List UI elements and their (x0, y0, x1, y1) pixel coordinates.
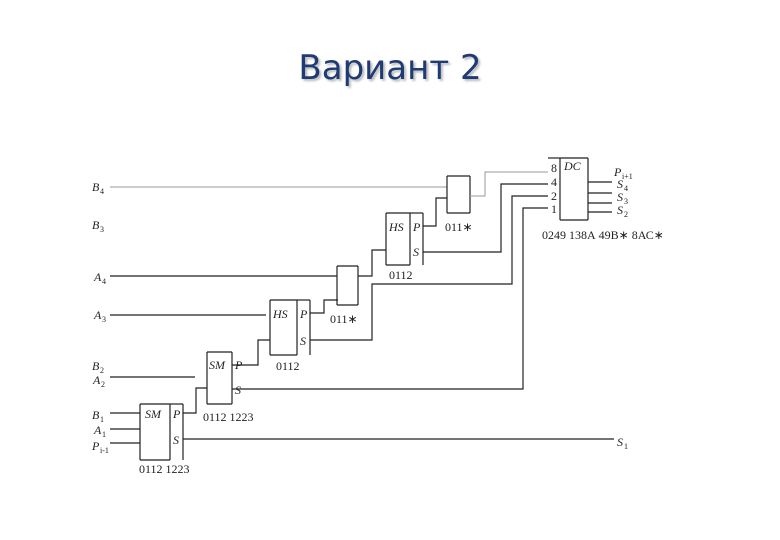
input-label-b4: B 4 (92, 180, 104, 196)
hs-block-4-p: P (412, 220, 421, 234)
svg-text:A: A (92, 373, 101, 387)
hs-block-4: HS P S 0112 (385, 212, 424, 282)
input-label-b3: B 3 (92, 218, 104, 234)
dc-block: 8 4 2 1 DC 0249 138А 49В∗ 8АС∗ (542, 157, 664, 242)
svg-text:i-1: i-1 (100, 446, 109, 455)
sm-block-1-p: P (172, 407, 181, 421)
and-gate-1: 011∗ (330, 265, 359, 326)
svg-text:2: 2 (624, 210, 628, 219)
hs-block-3: HS P S 0112 (269, 299, 311, 373)
svg-text:B: B (92, 180, 100, 194)
output-label-s1: S 1 (617, 435, 628, 451)
svg-text:2: 2 (100, 366, 104, 375)
input-label-b2: B 2 (92, 359, 104, 375)
and-gate-2-part: 011∗ (445, 220, 473, 234)
svg-text:S: S (617, 177, 623, 191)
wire-and2-out (470, 171, 548, 197)
wire-hs4-carry (423, 197, 447, 227)
wire-s4-to-dc (423, 183, 548, 253)
svg-text:B: B (92, 359, 100, 373)
hs-block-4-name: HS (388, 220, 404, 234)
svg-text:B: B (92, 408, 100, 422)
svg-text:4: 4 (100, 187, 104, 196)
sm-block-2-s: S (235, 383, 241, 397)
hs-block-3-p: P (299, 307, 308, 321)
wire-and1-out (358, 249, 386, 277)
wire-hs3-carry (310, 299, 338, 314)
sm-block-1: SM P S 0112 1223 (139, 403, 190, 476)
wire-s2-to-dc (232, 207, 548, 390)
hs-block-3-s: S (300, 334, 306, 348)
svg-text:S: S (617, 203, 623, 217)
sm-block-1-name: SM (145, 407, 162, 421)
output-label-s2: S 2 (617, 203, 628, 219)
sm-block-2-name: SM (209, 358, 226, 372)
hs-block-4-part: 0112 (389, 268, 413, 282)
svg-text:P: P (91, 439, 100, 453)
input-label-a3: A 3 (93, 308, 106, 324)
dc-block-name: DC (563, 159, 582, 173)
svg-text:B: B (92, 218, 100, 232)
svg-text:i+1: i+1 (622, 172, 633, 181)
svg-text:4: 4 (624, 184, 628, 193)
dc-weight-2: 2 (551, 189, 557, 203)
svg-text:4: 4 (102, 277, 106, 286)
wire-s3-to-dc (310, 195, 548, 341)
svg-text:2: 2 (101, 380, 105, 389)
input-label-p-prev: P i-1 (91, 439, 109, 455)
hs-block-4-s: S (413, 245, 419, 259)
svg-text:P: P (613, 165, 622, 179)
and-gate-1-part: 011∗ (330, 312, 358, 326)
dc-weight-4: 4 (551, 175, 557, 189)
wire-sm2-carry (232, 339, 270, 366)
svg-text:A: A (93, 308, 102, 322)
svg-text:S: S (617, 190, 623, 204)
output-label-s4: S 4 (617, 177, 628, 193)
hs-block-3-part: 0112 (276, 359, 300, 373)
sm-block-1-s: S (173, 433, 179, 447)
svg-text:3: 3 (102, 315, 106, 324)
and-gate-2: 011∗ (445, 175, 473, 234)
input-label-a1: A 1 (93, 423, 106, 439)
svg-text:1: 1 (624, 442, 628, 451)
input-label-b1: B 1 (92, 408, 104, 424)
wire-sm1-carry (183, 387, 207, 414)
sm-block-1-part: 0112 1223 (139, 462, 190, 476)
output-label-p-next: P i+1 (613, 165, 633, 181)
dc-weight-8: 8 (551, 161, 557, 175)
svg-text:3: 3 (100, 225, 104, 234)
output-label-s3: S 3 (617, 190, 628, 206)
svg-text:3: 3 (624, 197, 628, 206)
svg-text:A: A (93, 270, 102, 284)
input-label-a2: A 2 (92, 373, 105, 389)
svg-text:A: A (93, 423, 102, 437)
dc-block-part: 0249 138А 49В∗ 8АС∗ (542, 228, 664, 242)
svg-text:S: S (617, 435, 623, 449)
sm-block-2-part: 0112 1223 (203, 410, 254, 424)
hs-block-3-name: HS (272, 307, 288, 321)
dc-weight-1: 1 (551, 202, 557, 216)
sm-block-2: SM P S 0112 1223 (203, 351, 254, 424)
input-label-a4: A 4 (93, 270, 106, 286)
slide-title: Вариант 2 (298, 48, 482, 88)
svg-text:1: 1 (100, 415, 104, 424)
svg-text:1: 1 (102, 430, 106, 439)
